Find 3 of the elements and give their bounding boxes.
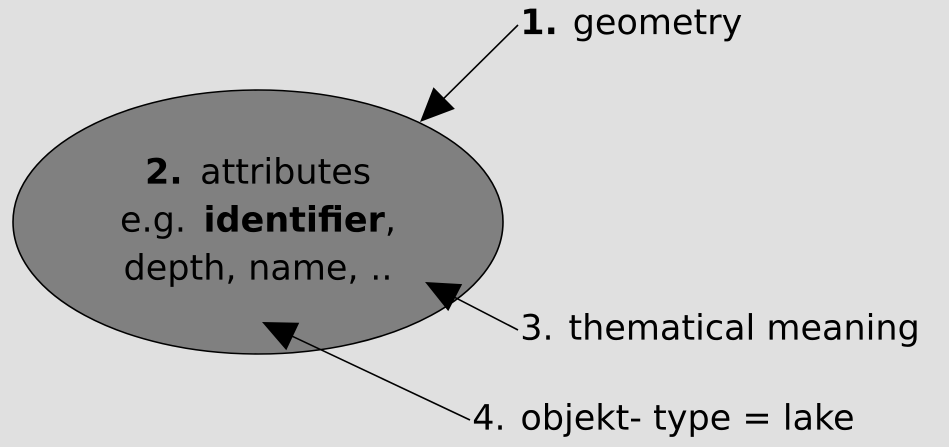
callout-text: 3. thematical meaning <box>522 313 917 347</box>
callout-text: 1. geometry <box>524 8 742 42</box>
callout-text: 4. objekt- type = lake <box>474 403 853 437</box>
